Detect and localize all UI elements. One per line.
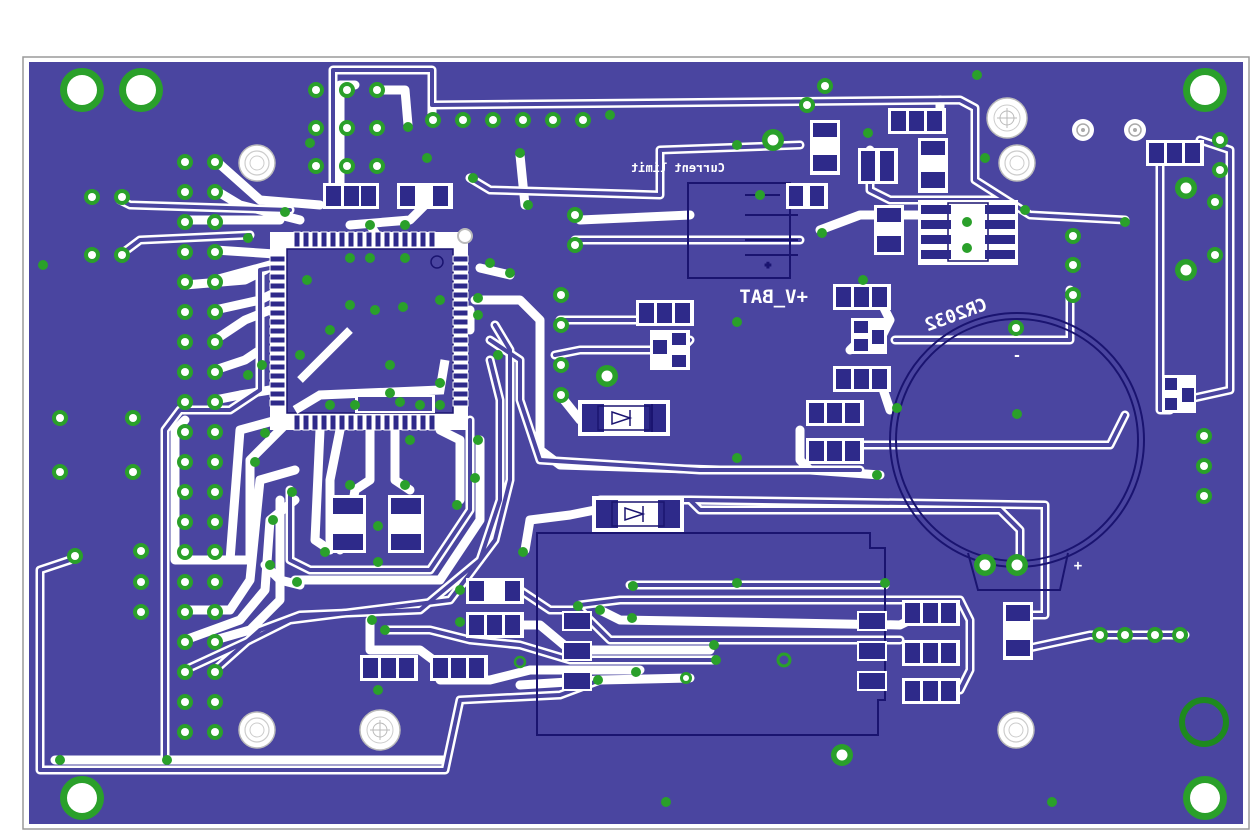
smd-pad-icon[interactable] <box>902 600 960 626</box>
diode-icon[interactable] <box>578 400 670 436</box>
smd-pads <box>323 108 1204 704</box>
vbat-label: +V_BAT <box>739 286 808 308</box>
smd-pad-icon[interactable] <box>323 183 379 209</box>
mounting-hole-icon <box>1183 68 1227 112</box>
smd-pad-icon[interactable] <box>360 655 418 681</box>
mounting-vias <box>60 68 1229 820</box>
mounting-hole-icon <box>1179 697 1229 747</box>
ic-fiducial-icon <box>457 228 473 244</box>
smd-pad-icon[interactable] <box>650 330 690 370</box>
drill-holes <box>238 97 1146 751</box>
smd-pad-icon[interactable] <box>786 183 828 209</box>
diode-icon[interactable] <box>592 496 684 532</box>
fiducial-icon <box>1124 119 1146 141</box>
smd-pad-icon[interactable] <box>1162 375 1196 413</box>
smd-pad-icon[interactable] <box>466 612 524 638</box>
through-hole-vias <box>38 70 1228 807</box>
smd-pad-icon[interactable] <box>858 148 898 184</box>
connector-pad[interactable] <box>562 611 887 691</box>
smd-pad-icon[interactable] <box>851 318 887 354</box>
smd-pad-icon[interactable] <box>806 438 864 464</box>
smd-pad-icon[interactable] <box>833 366 891 392</box>
cell-plus-label: + <box>1074 558 1082 574</box>
ic-chip-icon[interactable] <box>918 200 1018 265</box>
mcu-ic-chip-icon[interactable] <box>269 231 469 431</box>
smd-pad-icon[interactable] <box>636 300 694 326</box>
connector-outline <box>536 532 886 736</box>
mounting-hole-icon <box>986 97 1028 139</box>
mounting-hole-icon <box>998 144 1036 182</box>
smd-pad-icon[interactable] <box>388 495 424 553</box>
mounting-hole-icon <box>60 68 104 112</box>
smd-pad-icon[interactable] <box>330 495 366 553</box>
smd-pad-icon[interactable] <box>806 400 864 426</box>
vbat-plus-mark: + <box>765 261 771 271</box>
smd-pad-icon[interactable] <box>1003 602 1033 660</box>
mounting-hole-icon <box>359 709 401 751</box>
fiducial-icon <box>1072 119 1094 141</box>
mounting-hole-icon <box>119 68 163 112</box>
smd-pad-icon[interactable] <box>918 138 948 193</box>
smd-pad-icon[interactable] <box>430 655 488 681</box>
mounting-hole-icon <box>997 711 1035 749</box>
smd-pad-icon[interactable] <box>810 120 840 175</box>
mounting-hole-icon <box>238 144 276 182</box>
mounting-hole-icon <box>238 711 276 749</box>
smd-pad-icon[interactable] <box>1146 140 1204 166</box>
mounting-hole-icon <box>60 776 104 820</box>
smd-pad-icon[interactable] <box>833 284 891 310</box>
smd-pad-icon[interactable] <box>874 205 904 255</box>
cell-minus-label: - <box>1013 348 1021 364</box>
current-limit-label: Current limit <box>631 161 725 175</box>
smd-pad-icon[interactable] <box>888 108 946 134</box>
smd-pad-icon[interactable] <box>397 183 453 209</box>
smd-pad-icon[interactable] <box>902 678 960 704</box>
smd-pad-icon[interactable] <box>466 578 524 604</box>
mounting-hole-icon <box>1183 776 1227 820</box>
smd-pad-icon[interactable] <box>902 640 960 666</box>
